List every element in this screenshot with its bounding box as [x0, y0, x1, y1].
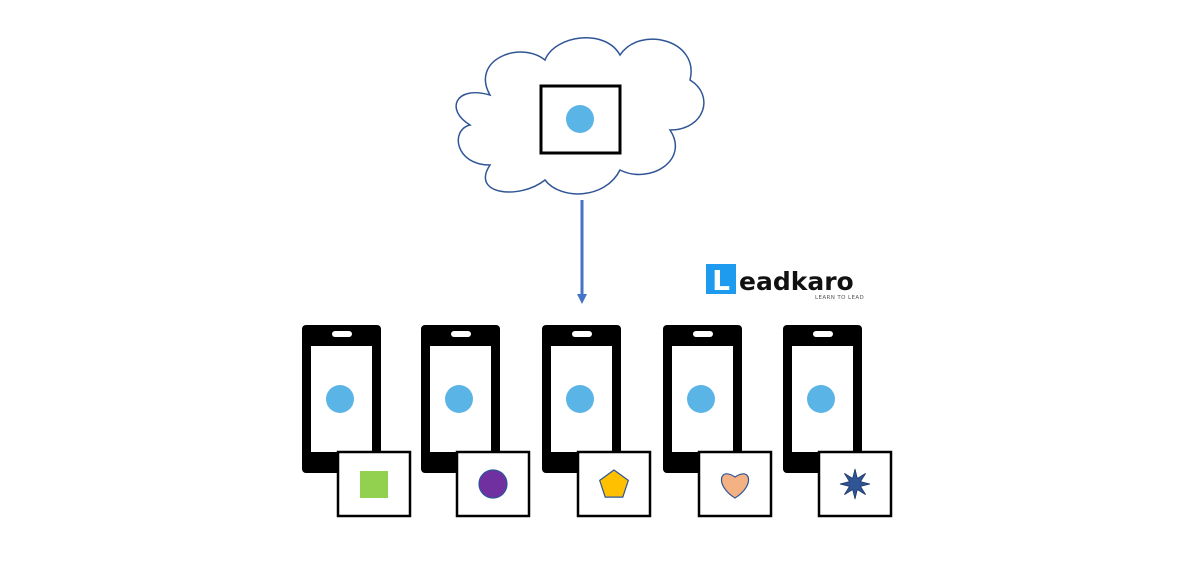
- shape-card: [817, 450, 893, 518]
- device-4: [663, 325, 773, 518]
- logo-badge: [706, 264, 736, 294]
- phone-dot: [326, 385, 354, 413]
- pentagon-icon: [598, 469, 630, 498]
- device-row: [302, 325, 893, 518]
- device-2: [421, 325, 531, 518]
- phone-speaker: [572, 331, 592, 337]
- phone-dot: [687, 385, 715, 413]
- phone-dot: [807, 385, 835, 413]
- device-1: [302, 325, 412, 518]
- star-icon: [839, 468, 871, 500]
- logo-word: eadkaro: [739, 267, 854, 296]
- phone-speaker: [813, 331, 833, 337]
- phone-speaker: [693, 331, 713, 337]
- device-3: [542, 325, 652, 518]
- square-icon: [360, 471, 388, 498]
- device-5: [783, 325, 893, 518]
- logo-tagline: LEARN TO LEAD: [815, 295, 864, 301]
- phone-speaker: [332, 331, 352, 337]
- logo-letter: L: [712, 264, 730, 297]
- phone-dot: [566, 385, 594, 413]
- cloud-dot: [566, 105, 594, 133]
- heart-icon: [720, 473, 750, 499]
- phone-speaker: [451, 331, 471, 337]
- leadkaro-logo: L eadkaro LEARN TO LEAD: [706, 264, 864, 301]
- circle-icon: [478, 469, 508, 499]
- phone-dot: [445, 385, 473, 413]
